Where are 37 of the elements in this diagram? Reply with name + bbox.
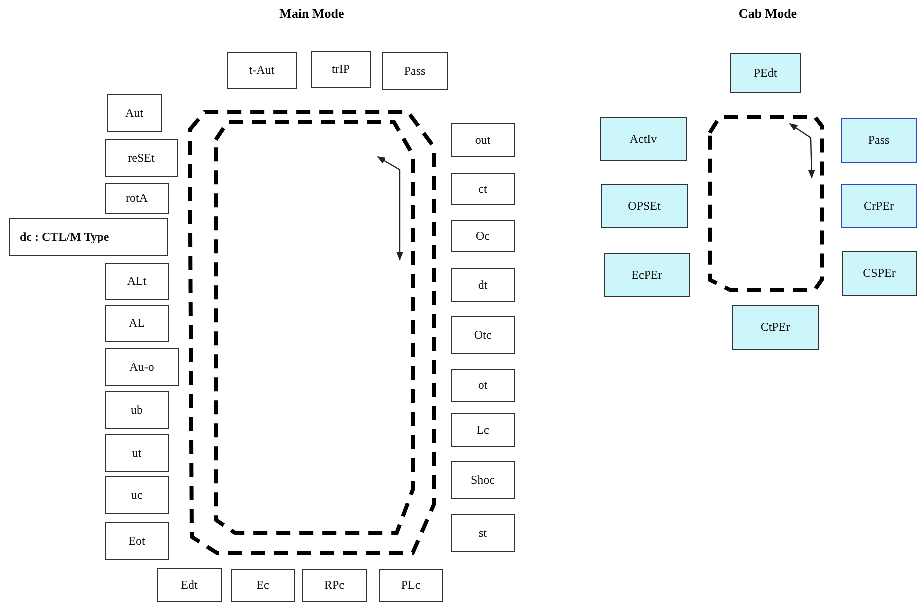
menu-item-box: trIP xyxy=(311,51,371,88)
menu-item-box: ct xyxy=(451,173,515,205)
menu-item-box: Edt xyxy=(157,568,222,602)
menu-item-box: t-Aut xyxy=(227,52,297,89)
menu-item-box: Oc xyxy=(451,220,515,252)
mode-heading: Main Mode xyxy=(280,6,344,22)
menu-item-box: ActIv xyxy=(600,117,687,161)
menu-item-box: Au-o xyxy=(105,348,179,386)
menu-item-box: dt xyxy=(451,268,515,302)
menu-item-box: uc xyxy=(105,476,169,514)
menu-item-box: PEdt xyxy=(730,53,801,93)
menu-item-box: Pass xyxy=(382,52,448,90)
menu-item-box: dc : CTL/M Type xyxy=(9,218,168,256)
menu-item-box: ub xyxy=(105,391,169,429)
menu-item-box: Ec xyxy=(231,569,295,602)
menu-item-box: out xyxy=(451,123,515,157)
mode-heading: Cab Mode xyxy=(738,6,798,22)
menu-item-box: CtPEr xyxy=(732,305,819,350)
menu-item-box: CSPEr xyxy=(842,251,917,296)
menu-item-box: RPc xyxy=(302,569,367,602)
menu-item-box: ALt xyxy=(105,263,169,300)
menu-item-box: Eot xyxy=(105,522,169,560)
menu-item-box: st xyxy=(451,514,515,552)
menu-item-box: Lc xyxy=(451,413,515,447)
menu-item-box: Aut xyxy=(107,94,162,132)
menu-item-box: OPSEt xyxy=(601,184,688,228)
menu-item-box: ot xyxy=(451,369,515,402)
menu-item-box: Pass xyxy=(841,118,917,163)
menu-item-box: reSEt xyxy=(105,139,178,177)
menu-item-box: PLc xyxy=(379,569,443,602)
menu-item-box: rotA xyxy=(105,183,169,214)
menu-item-box: EcPEr xyxy=(604,253,690,297)
menu-item-box: Shoc xyxy=(451,461,515,499)
menu-item-box: ut xyxy=(105,434,169,472)
menu-item-box: CrPEr xyxy=(841,184,917,228)
menu-item-box: AL xyxy=(105,305,169,342)
menu-item-box: Otc xyxy=(451,316,515,354)
